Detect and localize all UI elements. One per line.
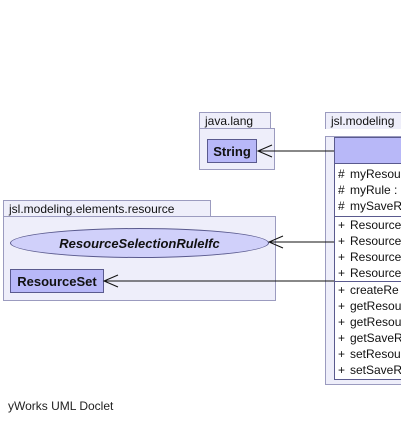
class-name: String [213,143,251,159]
package-jsl-modeling: #myResou #myRule : #mySaveR +Resource +R… [325,136,401,385]
method-row: +setSaveR [338,363,401,377]
edge-to-resource-set-arrowhead [102,274,119,288]
constructor-row: +Resource [338,234,401,248]
attribute-row: #myRule : [338,183,398,197]
constructor-row: +Resource [338,218,401,232]
interface-name: ResourceSelectionRuleIfc [59,235,220,251]
method-row: +getResou [338,315,401,329]
package-name: java.lang [205,114,254,128]
method-row: +setResou [338,347,401,361]
constructor-row: +Resource [338,266,401,280]
class-name: ResourceSet [17,273,97,289]
package-tab-resource: jsl.modeling.elements.resource [3,200,211,217]
constructors-compartment: +Resource +Resource +Resource +Resource [334,216,401,282]
interface-resource-selection-rule[interactable]: ResourceSelectionRuleIfc [10,228,269,258]
edge-to-interface-arrowhead [267,235,284,249]
package-tab-java-lang: java.lang [199,112,271,129]
package-tab-jsl-modeling: jsl.modeling [325,112,401,129]
method-row: +getResou [338,299,401,313]
class-header[interactable] [334,137,401,164]
package-name: jsl.modeling.elements.resource [9,202,175,216]
method-row: +createRe [338,283,399,297]
attribute-row: #mySaveR [338,199,401,213]
attribute-row: #myResou [338,167,401,181]
methods-compartment: +createRe +getResou +getResou +getSaveR … [334,281,401,380]
package-name: jsl.modeling [331,114,395,128]
class-string[interactable]: String [207,139,257,163]
footer-credit: yWorks UML Doclet [8,399,114,413]
constructor-row: +Resource [338,250,401,264]
edge-to-string-arrowhead [256,144,273,158]
method-row: +getSaveR [338,331,401,345]
class-resource-set[interactable]: ResourceSet [10,269,104,293]
